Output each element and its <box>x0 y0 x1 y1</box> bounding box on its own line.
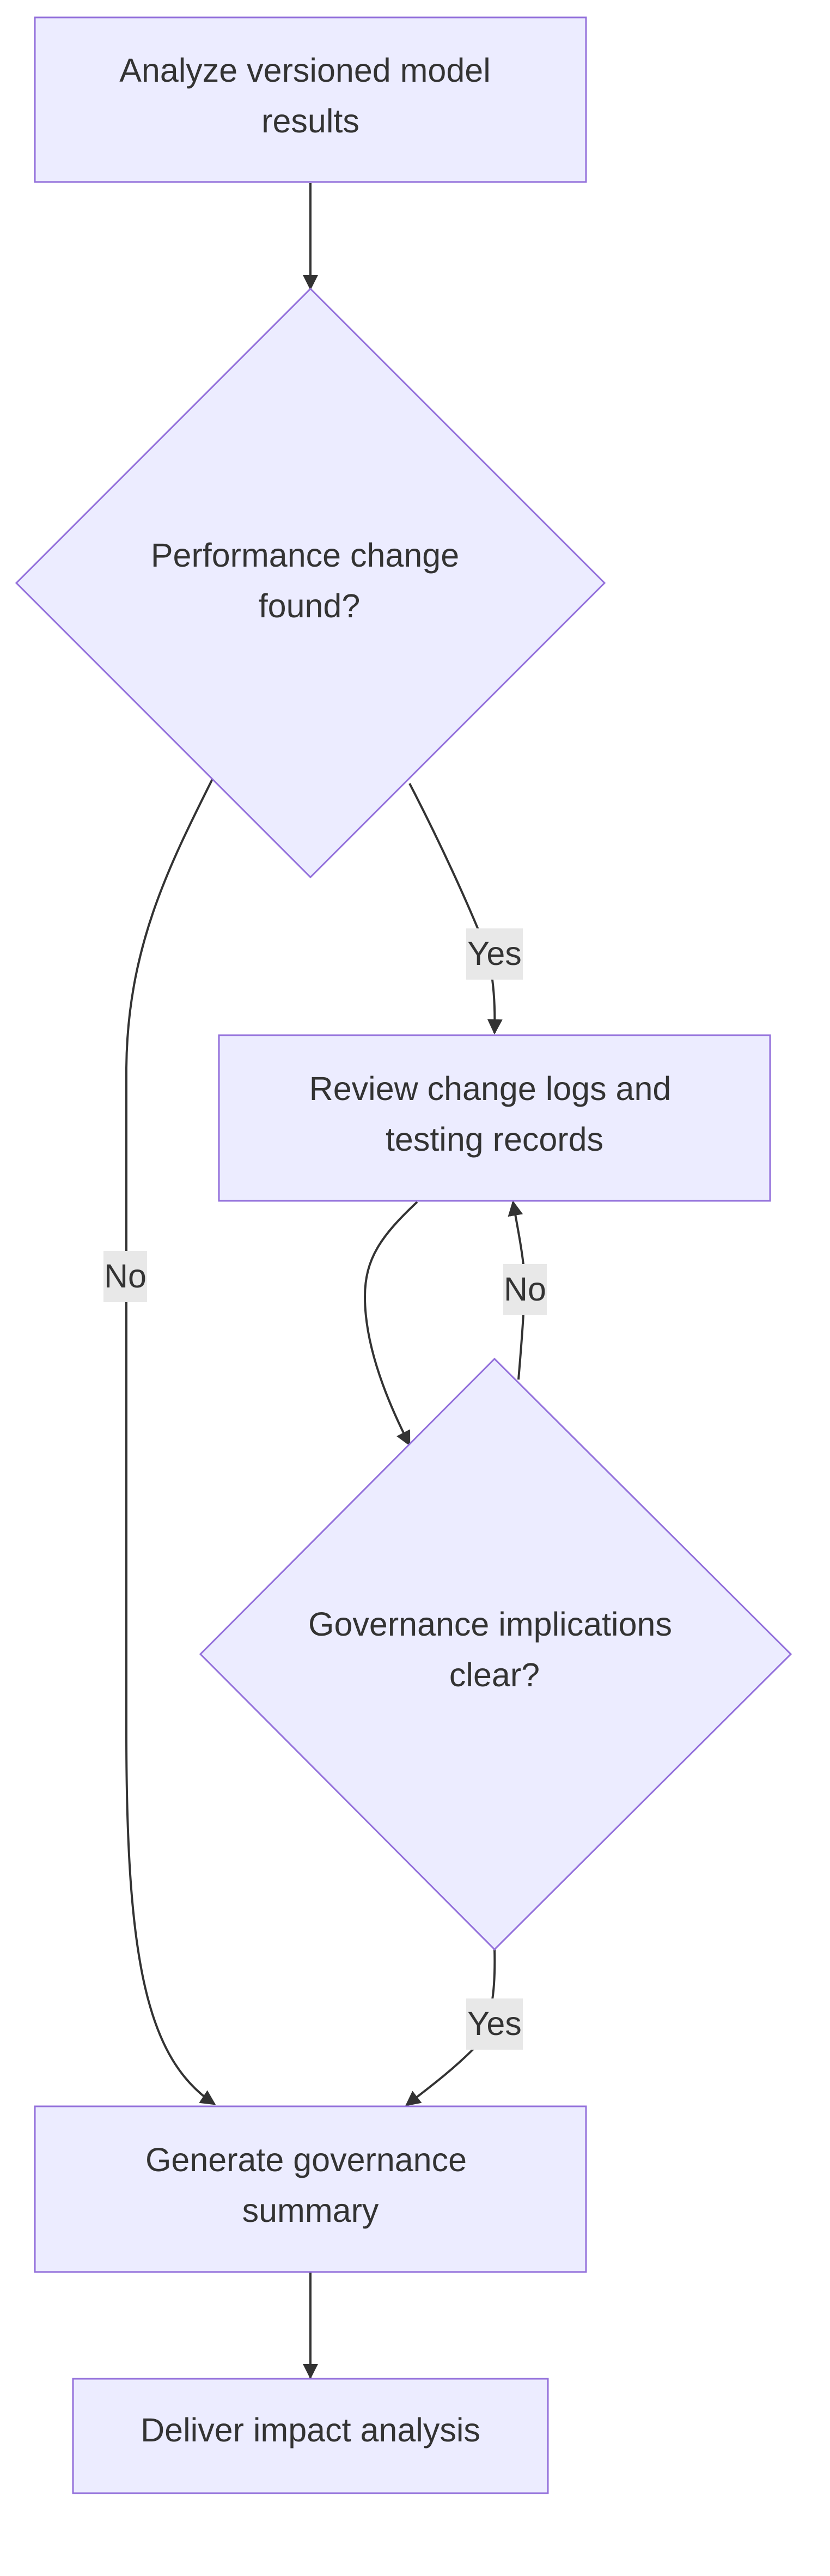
node-gov-line-2: clear? <box>449 1656 540 1693</box>
node-performance-change-found: Performance change found? <box>15 287 606 879</box>
edge-perf-no <box>125 779 216 2105</box>
node-analyze-line-2: results <box>261 102 359 139</box>
node-gov-line-1: Governance implications <box>308 1606 672 1643</box>
edge-label-gov-no: No <box>503 1264 547 1315</box>
node-review-line-2: testing records <box>386 1121 603 1158</box>
node-perf-line-1: Performance change <box>151 537 459 574</box>
node-generate-line-2: summary <box>242 2192 379 2229</box>
edge-label-gov-yes-text: Yes <box>467 2005 522 2042</box>
node-governance-implications-clear: Governance implications clear? <box>199 1357 792 1951</box>
edge-label-gov-yes: Yes <box>466 1998 523 2050</box>
edge-label-perf-no-text: No <box>104 1257 147 1295</box>
node-analyze-versioned-model-results: Analyze versioned model results <box>34 16 587 183</box>
edge-perf-yes <box>408 783 503 1035</box>
edge-label-perf-yes-text: Yes <box>467 935 522 972</box>
edge-label-perf-yes: Yes <box>466 928 523 980</box>
node-review-change-logs: Review change logs and testing records <box>218 1034 771 1202</box>
edge-label-gov-no-text: No <box>504 1271 546 1308</box>
node-generate-line-1: Generate governance <box>145 2141 467 2178</box>
node-analyze-line-1: Analyze versioned model <box>119 52 491 89</box>
node-generate-governance-summary: Generate governance summary <box>34 2105 587 2273</box>
edge-review-to-gov <box>363 1201 418 1447</box>
node-perf-line-2: found? <box>259 587 361 624</box>
node-review-line-1: Review change logs and <box>309 1070 672 1107</box>
node-deliver-impact-analysis: Deliver impact analysis <box>72 2378 549 2494</box>
edge-label-perf-no: No <box>103 1251 147 1302</box>
node-deliver-line-1: Deliver impact analysis <box>141 2411 480 2449</box>
